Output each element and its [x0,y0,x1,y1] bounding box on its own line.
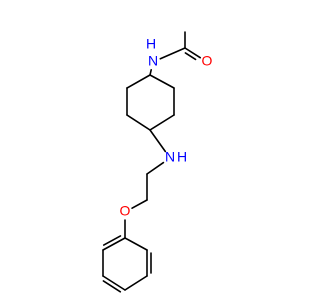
atom-label-layer: O N H N H O [120,36,213,219]
molecule-diagram: O N H N H O [102,31,213,293]
bond-c-ethyl-2-o-ether [131,199,148,209]
bond-layer [102,31,202,293]
bond-p4-p5 [102,275,126,291]
bond-p3-p4 [124,275,148,291]
bond-c3-c4 [126,114,151,131]
bond-c3-n-amine [149,129,167,153]
bond-p6-p1-second [102,235,122,246]
bond-c6-c1 [149,74,175,89]
amine-hydrogen-label: H [177,149,187,165]
bond-c2-c3 [149,114,175,131]
bond-p1-p2 [124,237,148,251]
amide-nitrogen-label: N [148,53,158,69]
molecule-structure-canvas: O N H N H O [102,31,213,293]
bond-p4-p5-second [102,280,122,293]
carbonyl-oxygen-label: O [202,53,213,69]
bond-c5-c6 [126,74,151,89]
amide-hydrogen-label: H [146,36,156,52]
bond-n-amide-c6 [149,68,153,76]
amine-nitrogen-label: N [165,149,175,165]
bond-c-carbonyl-o-carbonyl [184,47,202,59]
bond-p6-p1 [102,237,126,251]
bond-c-carbonyl-o-carbonyl-second [184,52,197,61]
bond-n-amine-c-ethyl-1 [146,161,165,175]
bond-c-carbonyl-n-amide [159,47,186,60]
ether-oxygen-label: O [120,203,131,219]
